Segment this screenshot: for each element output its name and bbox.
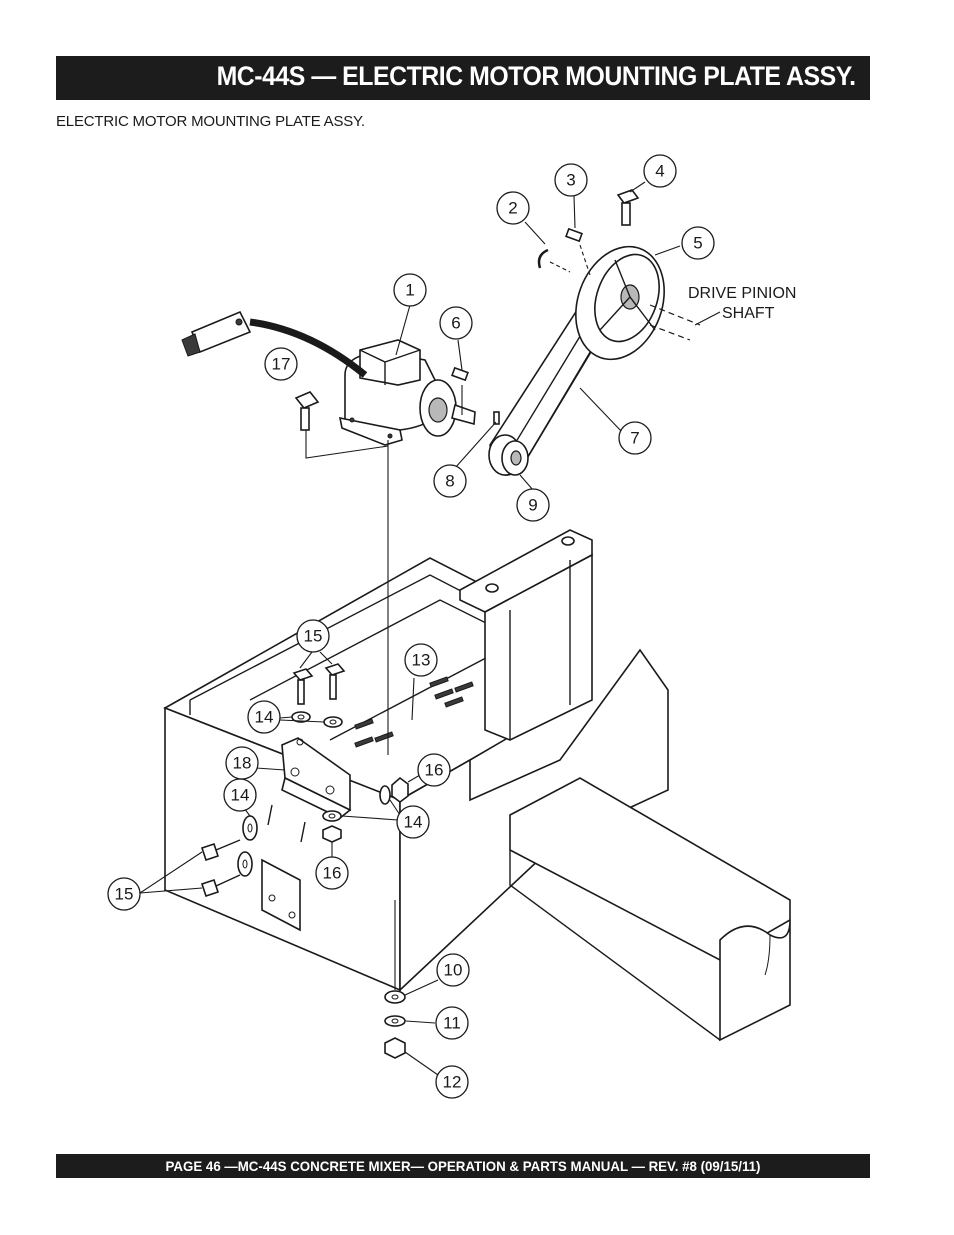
svg-text:14: 14	[255, 708, 274, 727]
svg-text:14: 14	[404, 813, 423, 832]
svg-text:4: 4	[655, 162, 664, 181]
svg-text:1: 1	[405, 281, 414, 300]
page-title: MC-44S — ELECTRIC MOTOR MOUNTING PLATE A…	[217, 61, 856, 91]
callout-5: 5	[681, 226, 715, 260]
callout-8: 8	[433, 464, 467, 498]
svg-text:15: 15	[304, 627, 323, 646]
center-lines	[305, 244, 591, 990]
footer-text: PAGE 46 —MC-44S CONCRETE MIXER— OPERATIO…	[165, 1158, 761, 1174]
callout-15-lower: 15	[107, 877, 141, 911]
svg-text:3: 3	[566, 171, 575, 190]
callout-group: 1 2 3 4 5 6 7 8 9 10 11 12 13 14 14 14 1…	[107, 154, 715, 1099]
callout-10: 10	[436, 953, 470, 987]
svg-text:6: 6	[451, 314, 460, 333]
svg-text:11: 11	[443, 1014, 461, 1033]
callout-14-lower: 14	[396, 805, 430, 839]
callout-13: 13	[404, 643, 438, 677]
svg-text:8: 8	[445, 472, 454, 491]
footer-bar: PAGE 46 —MC-44S CONCRETE MIXER— OPERATIO…	[56, 1154, 870, 1178]
svg-text:15: 15	[115, 885, 134, 904]
svg-text:5: 5	[693, 234, 702, 253]
callout-2: 2	[496, 191, 530, 225]
svg-text:18: 18	[233, 754, 252, 773]
figure-caption: ELECTRIC MOTOR MOUNTING PLATE ASSY.	[56, 113, 365, 130]
drive-belt-assembly	[488, 245, 701, 476]
callout-1: 1	[393, 273, 427, 307]
callout-14-upper: 14	[247, 700, 281, 734]
callout-16-lower: 16	[315, 856, 349, 890]
callout-4: 4	[643, 154, 677, 188]
callout-14-left: 14	[223, 778, 257, 812]
callout-17: 17	[264, 347, 298, 381]
parts-diagram: DRIVE PINION SHAFT 1 2 3 4 5 6 7 8 9 10 …	[107, 154, 796, 1099]
callout-6: 6	[439, 306, 473, 340]
small-hardware	[200, 189, 640, 1059]
svg-text:13: 13	[412, 651, 431, 670]
drive-pinion-label: DRIVE PINION SHAFT	[688, 285, 796, 322]
svg-text:2: 2	[508, 199, 517, 218]
callout-15-upper: 15	[296, 619, 330, 653]
drive-pinion-label-line2: SHAFT	[722, 305, 775, 322]
svg-text:7: 7	[630, 429, 639, 448]
mixer-frame	[163, 529, 791, 1042]
callout-9: 9	[516, 488, 550, 522]
callout-7: 7	[618, 421, 652, 455]
svg-text:16: 16	[425, 761, 444, 780]
svg-text:9: 9	[528, 496, 537, 515]
callout-11: 11	[435, 1006, 469, 1040]
title-bar: MC-44S — ELECTRIC MOTOR MOUNTING PLATE A…	[56, 56, 870, 100]
svg-text:12: 12	[443, 1073, 462, 1092]
svg-text:10: 10	[444, 961, 463, 980]
svg-text:17: 17	[272, 355, 291, 374]
callout-16-upper: 16	[417, 753, 451, 787]
callout-18: 18	[225, 746, 259, 780]
electric-motor	[181, 310, 476, 446]
callout-3: 3	[554, 163, 588, 197]
leader-lines	[139, 181, 721, 1076]
callout-12: 12	[435, 1065, 469, 1099]
svg-text:14: 14	[231, 786, 250, 805]
drive-pinion-label-line1: DRIVE PINION	[688, 285, 796, 302]
svg-text:16: 16	[323, 864, 342, 883]
